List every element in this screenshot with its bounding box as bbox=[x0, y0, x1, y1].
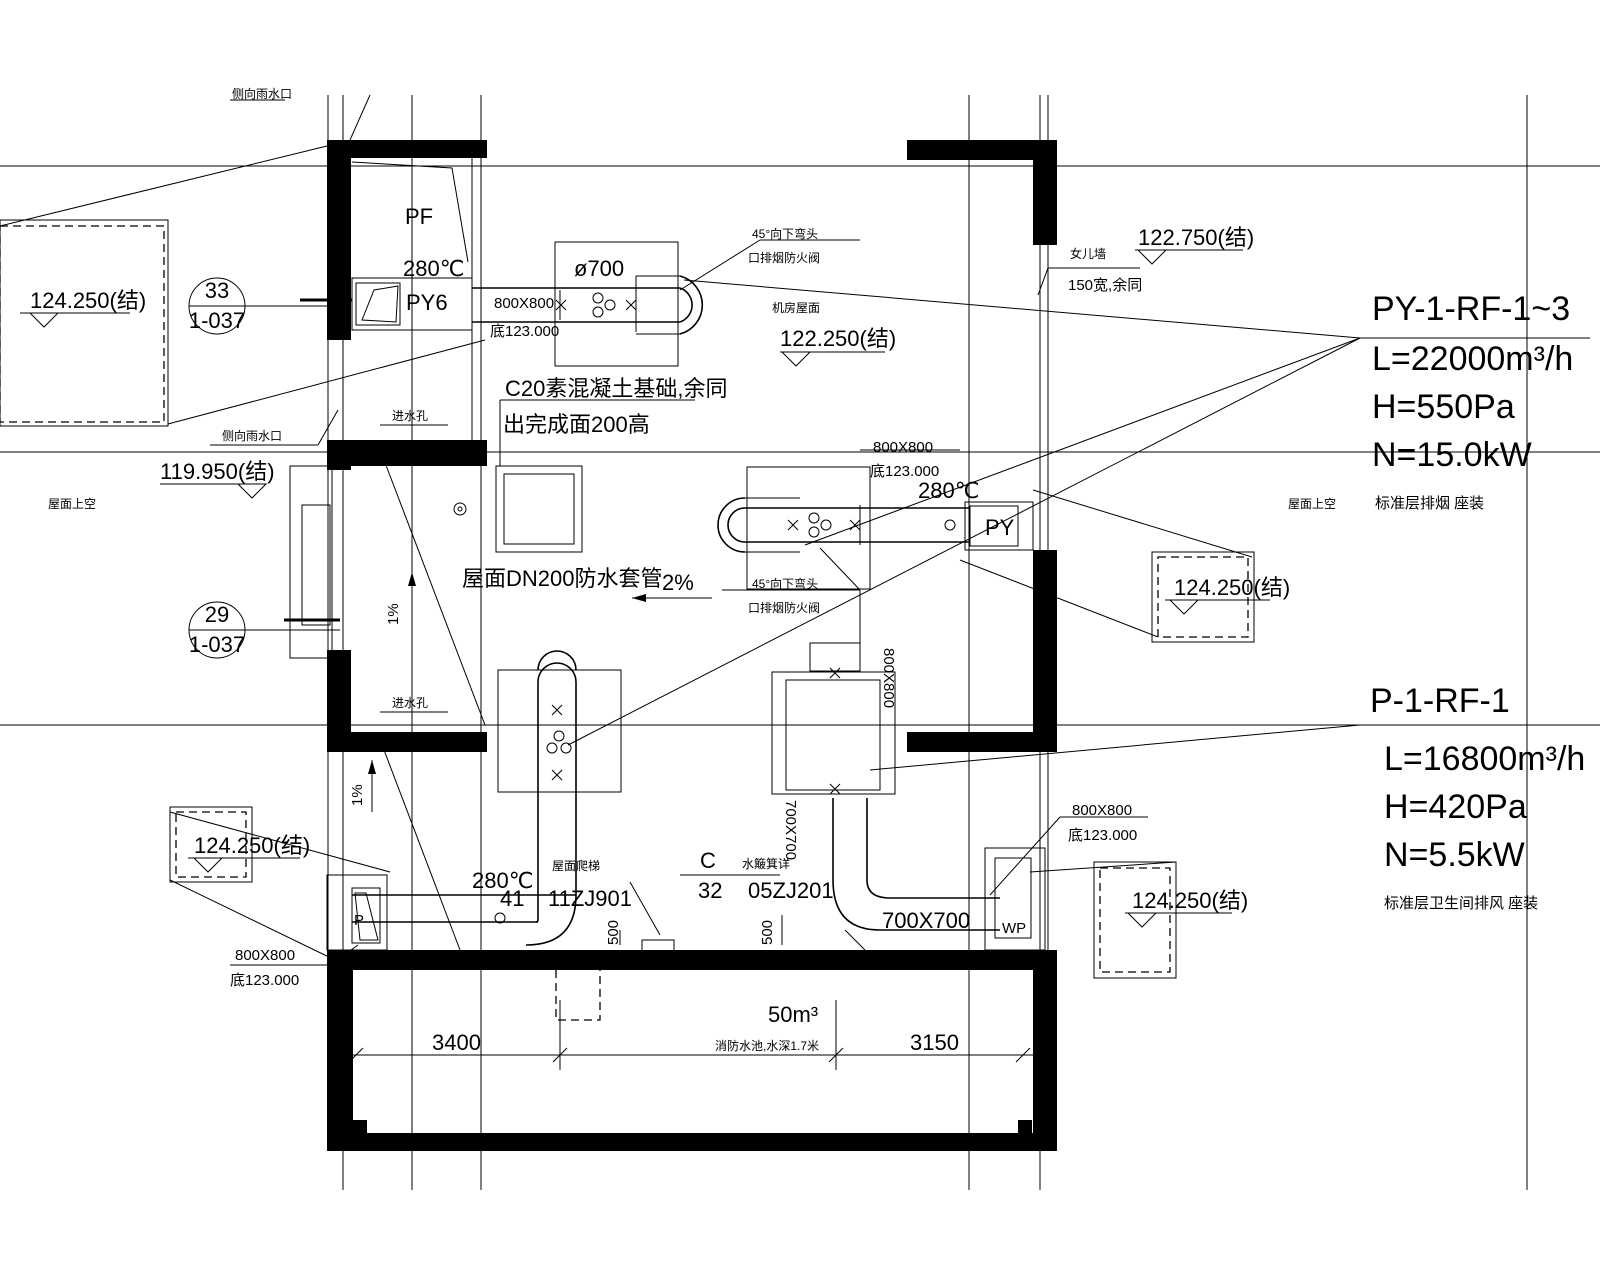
detail-num: 29 bbox=[205, 602, 229, 627]
width-note: 150宽,余同 bbox=[1068, 276, 1142, 294]
elevation: 122.250(结) bbox=[780, 326, 896, 351]
inlet: 进水孔 bbox=[392, 696, 428, 710]
concrete-base bbox=[453, 465, 583, 553]
gutter-std: 05ZJ201 bbox=[748, 878, 834, 903]
roof-void: 屋面上空 bbox=[48, 497, 96, 511]
duct-base: 底123.000 bbox=[230, 972, 299, 989]
py6-fan-duct bbox=[472, 241, 704, 367]
spec-flow: L=16800m³/h bbox=[1384, 740, 1585, 778]
elevation: 122.750(结) bbox=[1138, 225, 1254, 250]
valve-note: 口排烟防火阀 bbox=[748, 250, 820, 265]
duct-size: 800X800 bbox=[1072, 802, 1132, 819]
spec-note: 标准层卫生间排风 座装 bbox=[1384, 895, 1538, 912]
dim-3400: 3400 bbox=[432, 1030, 481, 1055]
room-pf: PF bbox=[405, 204, 433, 229]
dashed-equipment bbox=[169, 465, 1255, 1021]
duct-base: 底123.000 bbox=[870, 463, 939, 480]
detail-callouts bbox=[188, 277, 340, 659]
detail-ref: 1-037 bbox=[189, 308, 245, 333]
lower-left-fan bbox=[497, 650, 622, 946]
valve-note: 口排烟防火阀 bbox=[748, 600, 820, 615]
gutter-note: 水簸箕详 bbox=[742, 856, 790, 871]
ladder-num: 41 bbox=[500, 886, 524, 911]
duct-size: 800X800 bbox=[235, 947, 295, 964]
fan-spec-p: P-1-RF-1 L=16800m³/h H=420Pa N=5.5kW 标准层… bbox=[1370, 682, 1585, 912]
parapet: 女儿墙 bbox=[1070, 246, 1106, 261]
spec-pressure: H=550Pa bbox=[1372, 388, 1515, 426]
spec-note: 标准层排烟 座装 bbox=[1375, 495, 1484, 512]
room-labels: PF PY6 PY WP P bbox=[354, 204, 1026, 937]
duct-base: 底123.000 bbox=[490, 323, 559, 340]
spec-flow: L=22000m³/h bbox=[1372, 340, 1573, 378]
elevation: 124.250(结) bbox=[30, 288, 146, 313]
detail-ref: 1-037 bbox=[189, 632, 245, 657]
elbow-note: 45°向下弯头 bbox=[752, 576, 818, 591]
dim: 500 bbox=[605, 920, 622, 945]
wp-duct bbox=[771, 642, 1046, 951]
room-wp: WP bbox=[1002, 920, 1026, 937]
detail-callout-text: 33 1-037 29 1-037 bbox=[189, 278, 245, 657]
dn200-note: 屋面DN200防水套管 bbox=[462, 566, 662, 591]
slope: 1% bbox=[349, 784, 366, 806]
elevation: 124.250(结) bbox=[194, 833, 310, 858]
detail-num: 33 bbox=[205, 278, 229, 303]
duct-size: 800X800 bbox=[873, 439, 933, 456]
p-duct bbox=[326, 874, 675, 953]
left-roof-outline bbox=[0, 145, 486, 427]
spec-power: N=5.5kW bbox=[1384, 836, 1525, 874]
spec-id: P-1-RF-1 bbox=[1370, 682, 1510, 720]
ladder-std: 11ZJ901 bbox=[548, 886, 632, 911]
dim-3150: 3150 bbox=[910, 1030, 959, 1055]
elevation: 124.250(结) bbox=[1132, 888, 1248, 913]
elevation-markers bbox=[20, 249, 1270, 928]
pf-room bbox=[300, 158, 473, 440]
machine-roof: 机房屋面 bbox=[772, 300, 820, 315]
duct-size: 800X800 bbox=[494, 295, 554, 312]
tank-dimensions bbox=[348, 915, 1033, 1070]
base-note: 出完成面200高 bbox=[503, 412, 650, 437]
room-py6: PY6 bbox=[406, 290, 448, 315]
slope: 1% bbox=[385, 603, 402, 625]
fan-spec-py: PY-1-RF-1~3 L=22000m³/h H=550Pa N=15.0kW… bbox=[1372, 290, 1573, 512]
dim: 500 bbox=[759, 920, 776, 945]
slope-arrows bbox=[368, 572, 712, 812]
room-py: PY bbox=[985, 515, 1015, 540]
temp-label: 280℃ bbox=[403, 256, 464, 281]
side-drain: 侧向雨水口 bbox=[232, 86, 292, 101]
leader-lines bbox=[210, 94, 1590, 966]
duct-size-vertical: 800X800 bbox=[880, 648, 897, 708]
walls bbox=[327, 140, 1057, 1151]
c20-note: C20素混凝土基础,余同 bbox=[505, 376, 727, 401]
slope: 2% bbox=[662, 570, 694, 595]
elevation: 119.950(结) bbox=[160, 459, 275, 484]
spec-power: N=15.0kW bbox=[1372, 436, 1532, 474]
c-den: 32 bbox=[698, 878, 722, 903]
tank-volume: 50m³ bbox=[768, 1002, 818, 1027]
side-drain: 侧向雨水口 bbox=[222, 428, 282, 443]
duct-base: 底123.000 bbox=[1068, 827, 1137, 844]
annotations: 280℃ 280℃ 280℃ ø700 800X800 底123.000 800… bbox=[30, 86, 1336, 1055]
temp-label: 280℃ bbox=[472, 868, 533, 893]
roof-ladder: 屋面爬梯 bbox=[552, 859, 600, 873]
spec-pressure: H=420Pa bbox=[1384, 788, 1527, 826]
tank-description: 消防水池,水深1.7米 bbox=[715, 1038, 819, 1053]
elevation: 124.250(结) bbox=[1174, 575, 1290, 600]
spec-id: PY-1-RF-1~3 bbox=[1372, 290, 1570, 328]
roof-void: 屋面上空 bbox=[1288, 497, 1336, 511]
c-num: C bbox=[700, 848, 716, 873]
duct-size-vertical: 700X700 bbox=[782, 800, 799, 860]
inlet: 进水孔 bbox=[392, 409, 428, 423]
diameter-label: ø700 bbox=[574, 256, 624, 281]
room-p: P bbox=[354, 912, 364, 929]
duct-size: 700X700 bbox=[882, 908, 970, 933]
temp-label: 280℃ bbox=[918, 478, 979, 503]
elbow-note: 45°向下弯头 bbox=[752, 226, 818, 241]
